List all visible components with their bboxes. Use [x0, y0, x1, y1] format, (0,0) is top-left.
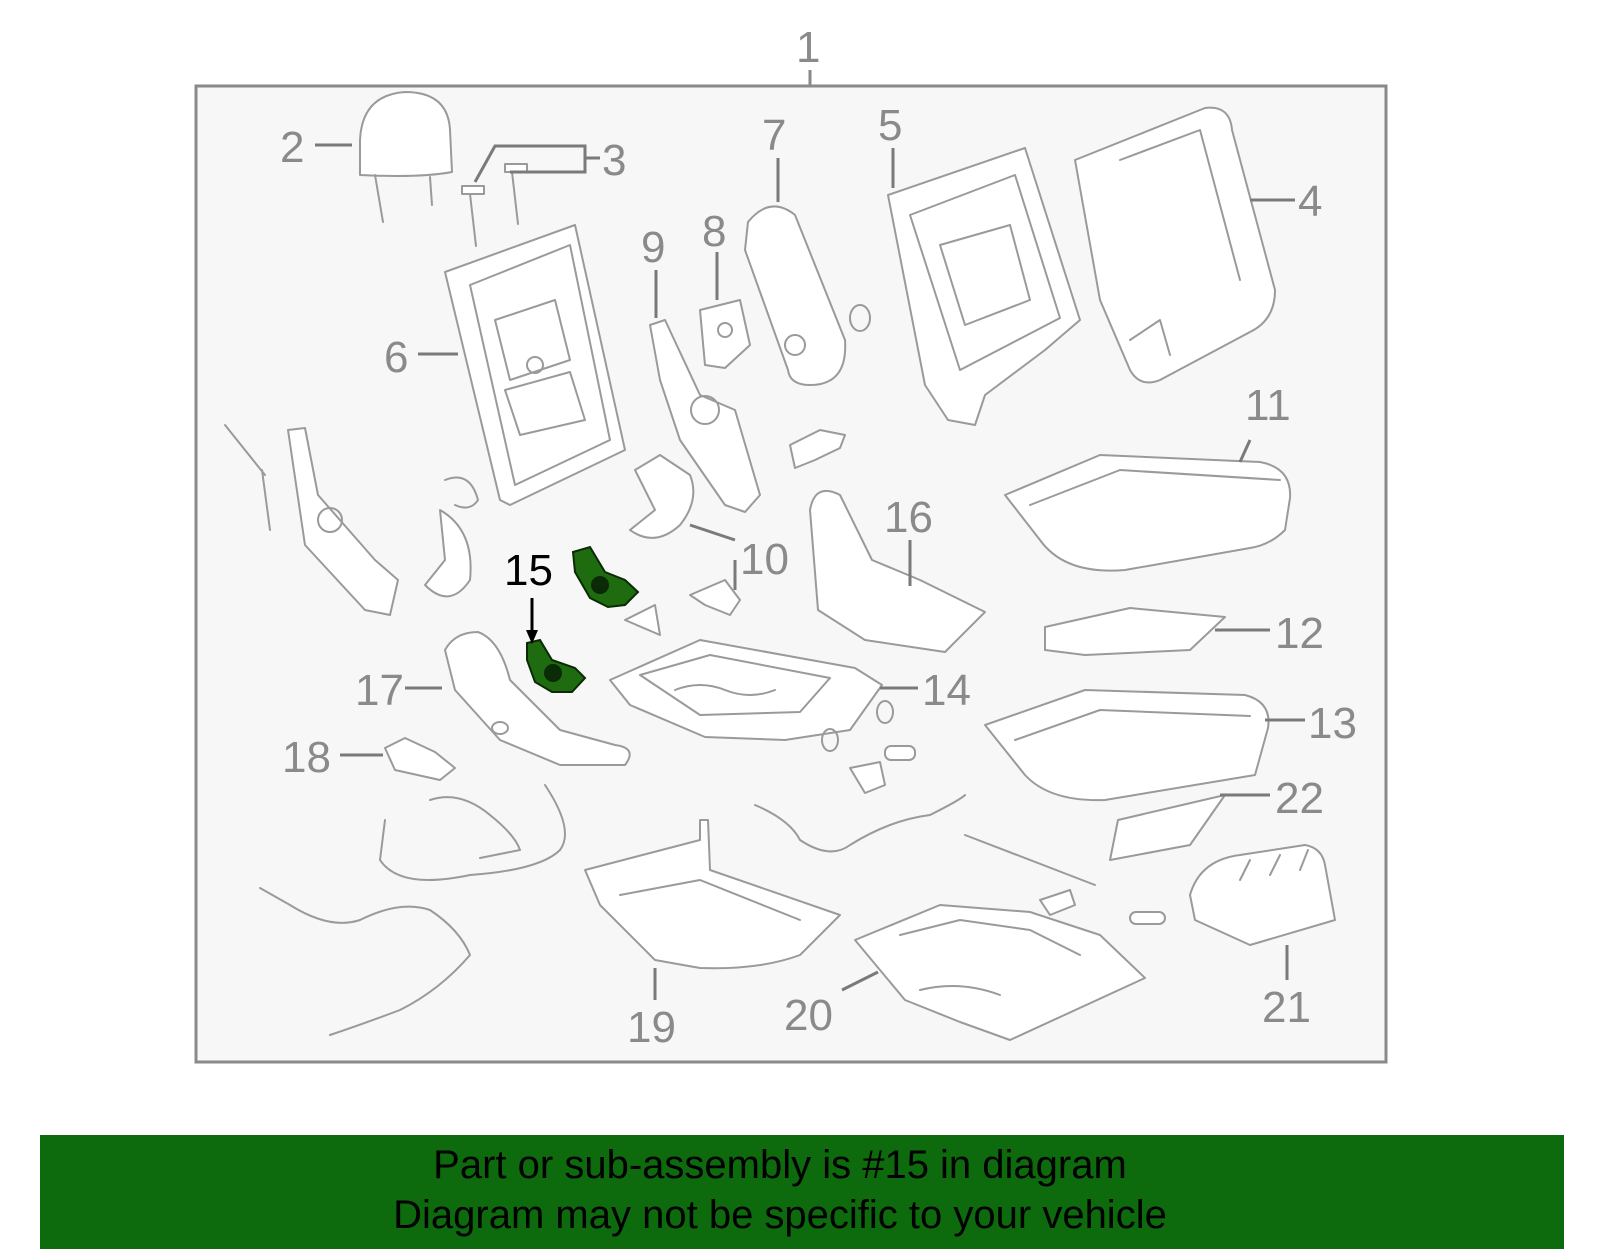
- callout-1: 1: [796, 23, 820, 72]
- callout-3: 3: [602, 136, 626, 185]
- part-side-trim: [444, 631, 631, 766]
- callout-12: 12: [1275, 609, 1324, 658]
- callout-4: 4: [1298, 177, 1322, 226]
- callout-19: 19: [627, 1003, 676, 1052]
- part-seat-back-panel: [887, 147, 1081, 426]
- part-hinge-cover: [629, 454, 695, 539]
- callout-16: 16: [884, 493, 933, 542]
- callout-18: 18: [282, 733, 331, 782]
- callout-2: 2: [280, 123, 304, 172]
- part-headrest: [359, 91, 453, 223]
- part-side-shield: [809, 490, 986, 653]
- callout-21: 21: [1262, 983, 1311, 1032]
- part-cables: [259, 784, 1096, 1036]
- part-recliner-hinge: [649, 319, 761, 513]
- part-seat-riser: [854, 889, 1166, 1041]
- callout-20: 20: [784, 991, 833, 1040]
- callout-13: 13: [1308, 699, 1357, 748]
- callout-5: 5: [878, 101, 902, 150]
- part-heater-pad: [1044, 607, 1226, 656]
- part-cushion-foam: [984, 689, 1270, 802]
- callout-17: 17: [355, 666, 404, 715]
- part-latch: [789, 429, 846, 469]
- part-side-rail: [224, 424, 399, 616]
- part-seat-tray: [584, 819, 841, 970]
- callout-9: 9: [641, 223, 665, 272]
- part-15-upper: [571, 545, 640, 609]
- part-seat-back-cushion: [1074, 106, 1276, 384]
- part-seat-pan-frame: [609, 639, 916, 794]
- part-headrest-guides: [461, 163, 528, 247]
- part-seat-back-frame: [444, 224, 626, 506]
- part-trim-panel: [1109, 794, 1226, 861]
- banner-line-1: Part or sub-assembly is #15 in diagram: [433, 1143, 1127, 1187]
- callout-6: 6: [384, 333, 408, 382]
- part-spring-disc: [424, 476, 479, 598]
- part-clip: [689, 579, 741, 616]
- callout-15: 15: [504, 546, 553, 595]
- part-armrest-pad: [744, 205, 871, 386]
- callout-7: 7: [762, 111, 786, 160]
- callout-22: 22: [1275, 774, 1324, 823]
- part-seat-cushion: [1004, 454, 1292, 572]
- callout-11: 11: [1245, 381, 1291, 430]
- callout-14: 14: [922, 666, 971, 715]
- part-clip-2: [624, 604, 661, 636]
- info-banner: Part or sub-assembly is #15 in diagram D…: [40, 1135, 1564, 1249]
- banner-line-2: Diagram may not be specific to your vehi…: [393, 1193, 1167, 1237]
- part-release-handle: [384, 737, 456, 781]
- part-bracket: [699, 299, 751, 369]
- part-15-lower: [526, 638, 587, 693]
- part-outer-cover: [1189, 844, 1336, 946]
- callout-8: 8: [702, 207, 726, 256]
- callout-10: 10: [740, 535, 789, 584]
